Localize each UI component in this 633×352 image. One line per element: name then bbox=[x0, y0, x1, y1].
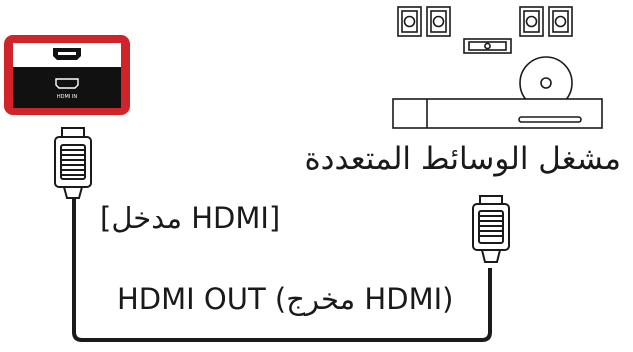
hdmi-in-label: [مدخل HDMI] bbox=[100, 201, 281, 235]
speaker-icon bbox=[548, 6, 573, 37]
hdmi-plug-left bbox=[54, 127, 92, 199]
speaker-icon bbox=[519, 6, 544, 37]
subwoofer-icon bbox=[519, 56, 573, 110]
media-player-system bbox=[392, 6, 603, 129]
hdmi-in-port-icon bbox=[55, 78, 79, 89]
center-speaker-icon bbox=[463, 38, 512, 54]
speaker-icon bbox=[426, 6, 451, 37]
hdmi-in-port-label: HDMI IN bbox=[57, 94, 77, 100]
hdmi-out-label: HDMI OUT (مخرج HDMI) bbox=[117, 282, 454, 316]
hdmi-cable-line bbox=[72, 196, 492, 342]
media-player-unit-icon bbox=[392, 98, 603, 129]
hdmi-port-icon bbox=[53, 48, 81, 60]
hdmi-plug-right bbox=[472, 195, 510, 263]
speaker-icon bbox=[397, 6, 422, 37]
media-player-label: مشغل الوسائط المتعددة bbox=[304, 141, 621, 177]
display-hdmi-port-panel: HDMI IN bbox=[4, 35, 130, 115]
